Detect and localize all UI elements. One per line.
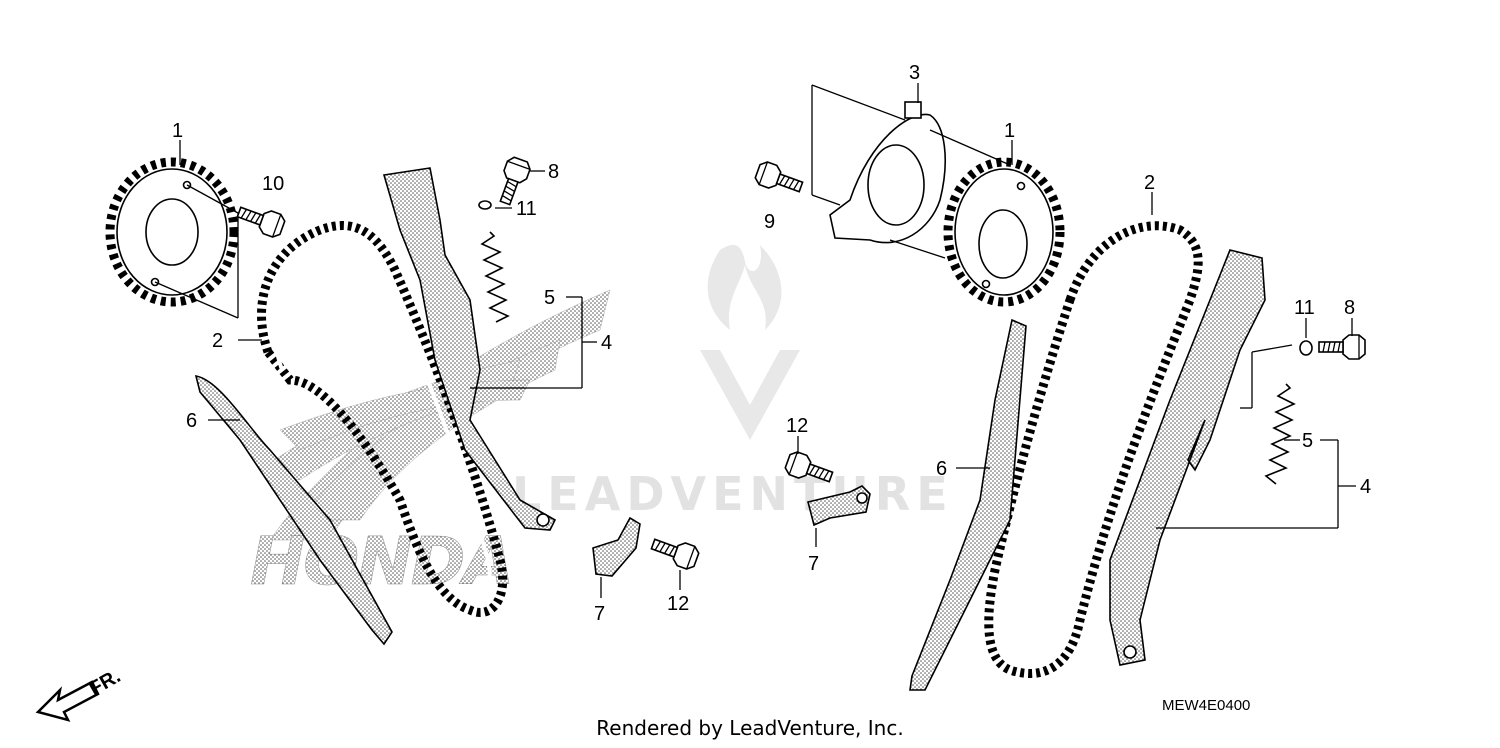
right-callout-tensioner: 4 xyxy=(1360,476,1371,498)
left-callout-bolt-tensioner: 8 xyxy=(548,161,559,183)
right-callout-chain: 2 xyxy=(1144,172,1155,194)
right-guide-stopper xyxy=(807,485,871,527)
left-tensioner-spring xyxy=(480,231,510,323)
right-plate-bolt xyxy=(752,159,806,200)
left-sprocket-bolt xyxy=(234,199,288,240)
left-callout-spring: 5 xyxy=(544,287,555,309)
left-callout-chain: 2 xyxy=(212,330,223,352)
front-direction-arrow: FR. xyxy=(35,665,124,722)
left-chain-tensioner xyxy=(382,167,557,531)
right-callout-sprocket: 1 xyxy=(1004,120,1015,142)
left-callout-bolt-stopper: 12 xyxy=(667,593,689,615)
left-callout-guide: 6 xyxy=(186,410,197,432)
right-callout-plate: 3 xyxy=(909,62,920,84)
right-callout-bolt-plate: 9 xyxy=(764,211,775,233)
right-callout-bolt-tensioner: 8 xyxy=(1344,297,1355,319)
right-chain-guide xyxy=(909,318,1027,691)
leadventure-watermark: LEADVENTURE xyxy=(512,244,954,521)
right-callout-bolt-stopper: 12 xyxy=(786,415,808,437)
left-assembly: 1 10 2 6 5 4 8 11 xyxy=(105,120,702,646)
left-callout-bolt-sprocket: 10 xyxy=(262,173,284,195)
watermark-text: LEADVENTURE xyxy=(512,467,954,521)
brand-text: HONDA xyxy=(250,523,512,600)
left-callout-sprocket: 1 xyxy=(172,120,183,142)
right-tensioner-spring xyxy=(1264,383,1296,485)
left-callout-washer: 11 xyxy=(516,198,537,220)
right-callout-guide: 6 xyxy=(936,458,947,480)
left-chain-guide xyxy=(194,375,393,646)
right-callout-stopper: 7 xyxy=(808,553,819,575)
right-cam-sprocket xyxy=(943,157,1065,307)
left-callout-tensioner: 4 xyxy=(601,332,612,354)
left-callout-stopper: 7 xyxy=(594,603,605,625)
right-callout-washer: 11 xyxy=(1294,297,1315,319)
left-cam-sprocket xyxy=(105,157,239,307)
footer-text: Rendered by LeadVenture, Inc. xyxy=(596,716,904,740)
left-tensioner-washer xyxy=(478,200,492,210)
right-callout-spring: 5 xyxy=(1302,430,1313,452)
right-tensioner-bolt xyxy=(1318,334,1366,360)
left-cam-chain xyxy=(257,221,508,617)
diagram-code: MEW4E0400 xyxy=(1162,697,1251,714)
right-assembly: 3 9 1 2 6 xyxy=(752,62,1371,691)
right-chain-tensioner xyxy=(1109,249,1266,666)
right-sprocket-plate xyxy=(829,101,946,244)
left-guide-stopper xyxy=(592,516,641,577)
right-tensioner-washer xyxy=(1299,340,1313,356)
left-stopper-bolt xyxy=(648,531,702,572)
